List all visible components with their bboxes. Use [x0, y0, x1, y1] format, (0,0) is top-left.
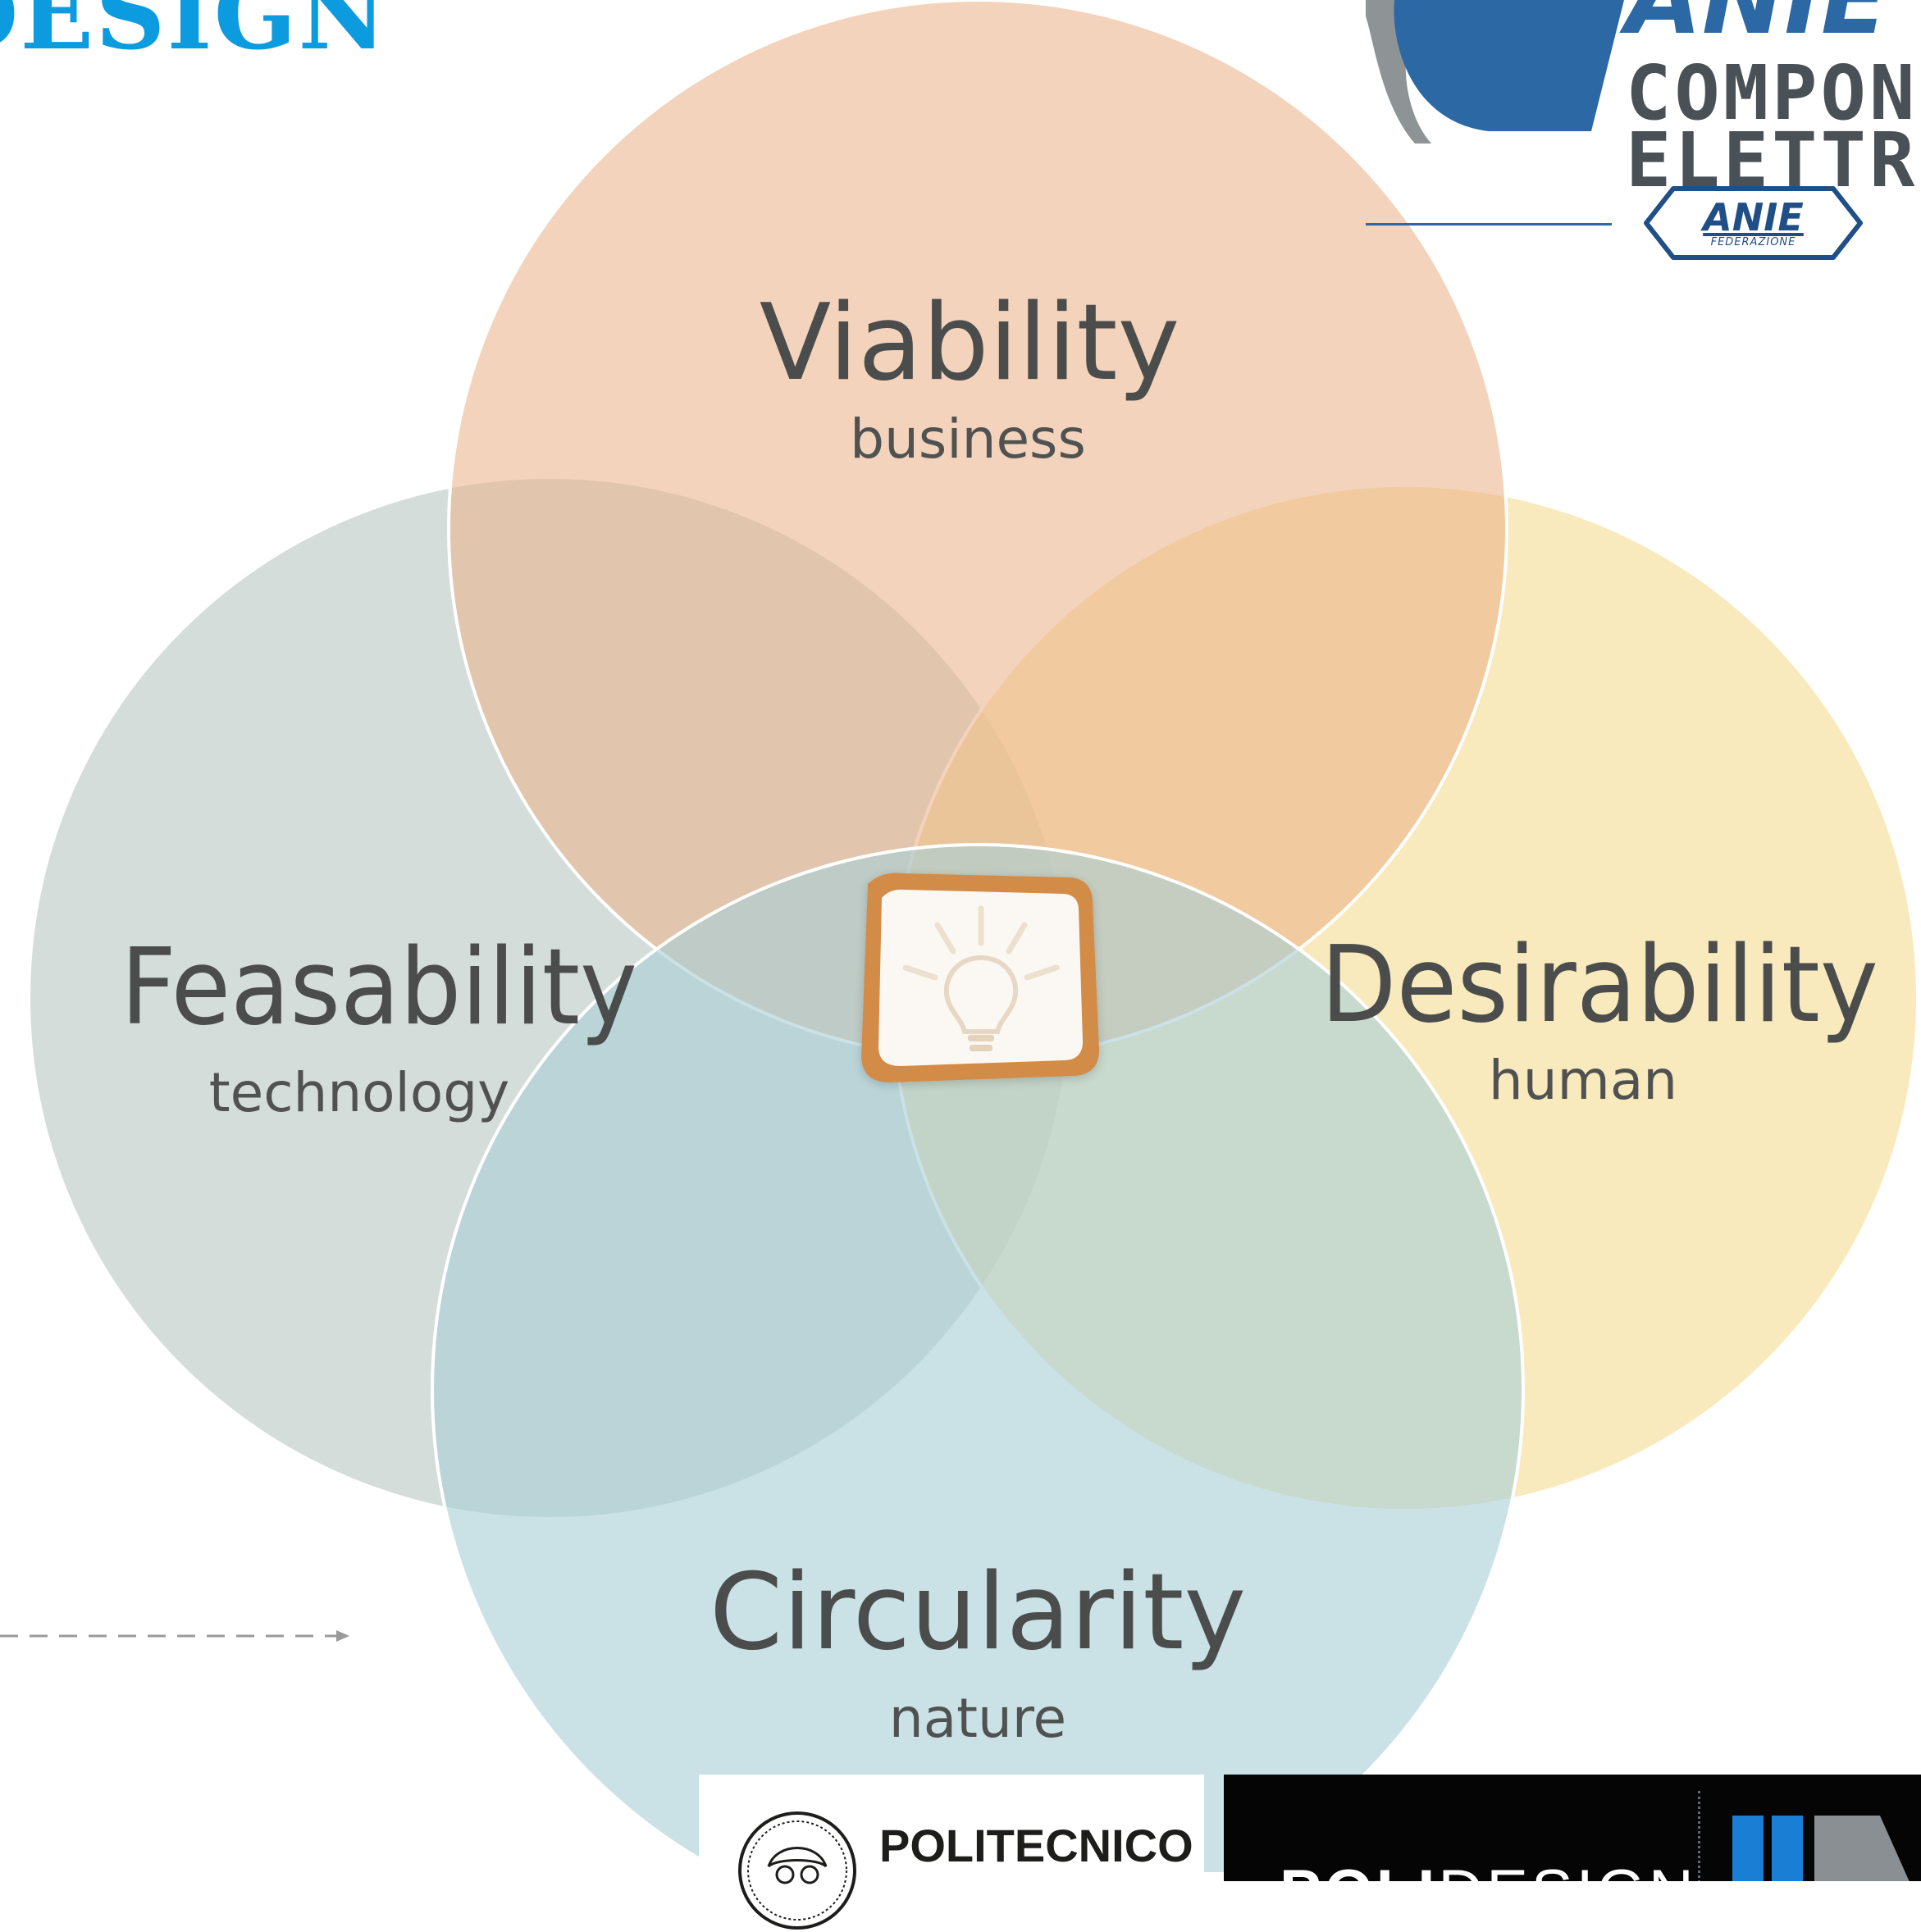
anie-badge-name: ANIE [1703, 195, 1804, 239]
polidesign-logo: POLIDESIGN [1224, 1775, 1921, 1881]
venn-diagram: Viability business Feasability technolog… [27, 0, 1919, 1872]
polidesign-wordmark: POLIDESIGN [1280, 1857, 1697, 1881]
anie-logo [1366, 0, 1921, 262]
anie-wordmark: ANIE [1626, 0, 1888, 57]
anie-federazione-badge: ANIE FEDERAZIONE [1640, 184, 1866, 262]
slide-title: DESIGN [0, 0, 389, 71]
polidesign-bold: POLI [1280, 1857, 1438, 1881]
dashed-arrow [0, 1630, 349, 1642]
feasability-sublabel: technology [209, 1061, 509, 1124]
feasability-label: Feasability [121, 927, 637, 1049]
circle-circularity [431, 843, 1525, 1872]
polidesign-separator [1698, 1791, 1700, 1881]
anie-rule [1366, 223, 1612, 226]
polidesign-light: DESIGN [1438, 1857, 1696, 1881]
anie-line-2: ELETTRO [1626, 116, 1921, 204]
anie-emblem [1366, 0, 1624, 144]
circularity-sublabel: nature [889, 1687, 1066, 1750]
polidesign-mark-icon [1732, 1816, 1910, 1881]
politecnico-name: POLITECNICO [879, 1820, 1193, 1871]
politecnico-logo: POLITECNICO [699, 1775, 1204, 1930]
anie-badge-sub: FEDERAZIONE [1710, 236, 1796, 248]
desirability-sublabel: human [1489, 1049, 1677, 1112]
viability-label: Viability [760, 282, 1180, 404]
anie-line-1: COMPON [1626, 49, 1919, 137]
circularity-label: Circularity [710, 1552, 1246, 1674]
lightbulb-icon [861, 873, 1099, 1082]
politecnico-seal-icon [738, 1811, 856, 1930]
desirability-label: Desirability [1321, 924, 1878, 1046]
viability-sublabel: business [850, 408, 1086, 471]
